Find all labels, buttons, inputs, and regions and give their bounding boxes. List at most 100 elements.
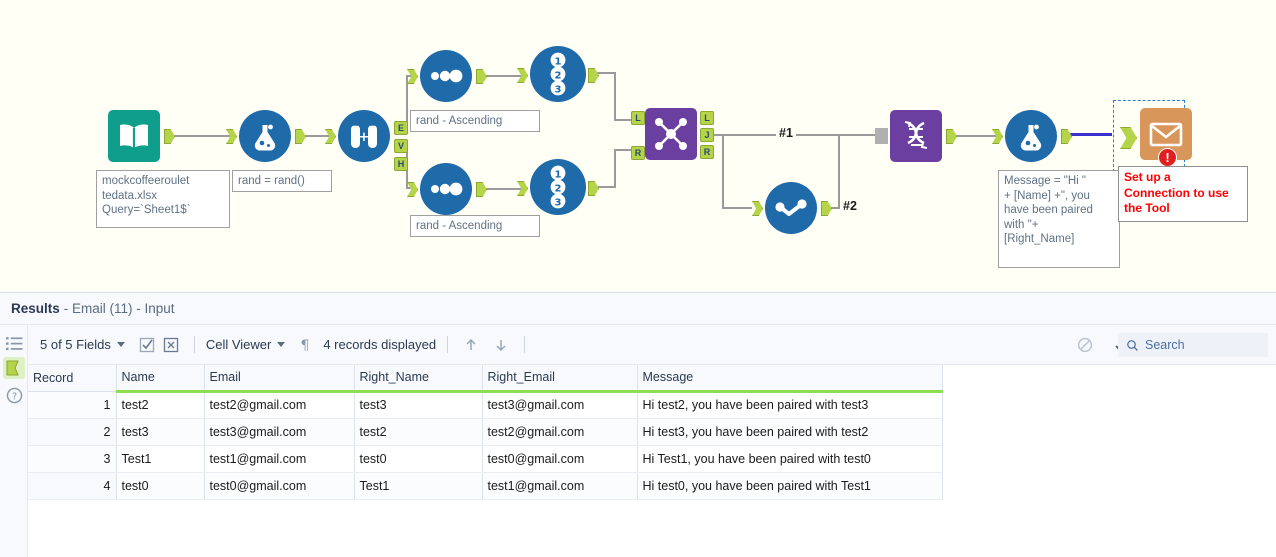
anchor-out-join-l[interactable]: L: [700, 111, 714, 125]
numbers-icon: 1 2 3: [550, 165, 566, 209]
connector-icon-highlight[interactable]: [3, 357, 25, 379]
arrow-up-icon[interactable]: [463, 337, 479, 353]
table-cell: Test1: [116, 445, 205, 473]
results-subtitle: - Email (11) - Input: [63, 301, 175, 316]
sort1-annotation: rand - Ascending: [410, 110, 540, 132]
anchor-out-filter[interactable]: [821, 201, 832, 216]
column-header-record[interactable]: Record: [28, 365, 117, 392]
table-cell: Hi test0, you have been paired with Test…: [637, 472, 943, 500]
search-input[interactable]: Search: [1118, 333, 1268, 357]
formula1-annotation: rand = rand(): [232, 170, 332, 192]
anchor-out-sort1[interactable]: [476, 69, 487, 84]
numbers-icon: 1 2 3: [550, 52, 566, 96]
list-icon[interactable]: [6, 335, 23, 352]
anchor-out-formula1[interactable]: [295, 129, 306, 144]
table-cell: 3: [28, 445, 117, 473]
help-icon[interactable]: ?: [6, 387, 23, 404]
wire-join-filter-a: [722, 134, 724, 208]
table-cell: test2@gmail.com: [204, 391, 355, 419]
table-cell: test2: [354, 418, 483, 446]
wire-join-filter-b: [722, 207, 752, 209]
wire-formula1-multifield: [296, 135, 332, 137]
table-cell: test0: [116, 472, 205, 500]
anchor-out-e[interactable]: E: [394, 121, 408, 135]
anchor-out-recordid1[interactable]: [588, 68, 599, 83]
cell-viewer-selector[interactable]: Cell Viewer: [206, 337, 286, 352]
anchor-in-union[interactable]: [875, 128, 888, 144]
table-cell: test0@gmail.com: [204, 472, 355, 500]
x-box-icon[interactable]: [163, 337, 179, 353]
svg-text:1: 1: [555, 57, 562, 68]
error-badge-icon: !: [1158, 148, 1177, 167]
workflow-canvas[interactable]: + E V H 1 2: [0, 0, 1276, 292]
anchor-in-join-l[interactable]: L: [631, 111, 645, 125]
results-panel: Results - Email (11) - Input 5 of 5 Fiel…: [0, 292, 1276, 557]
column-header-message[interactable]: Message: [637, 365, 943, 393]
tool-record-id-2[interactable]: 1 2 3: [517, 159, 599, 215]
tool-filter[interactable]: [752, 182, 832, 234]
column-header-name[interactable]: Name: [116, 365, 205, 393]
no-entry-icon[interactable]: [1077, 337, 1093, 353]
anchor-in-join-r[interactable]: R: [631, 146, 645, 160]
svg-text:2: 2: [555, 71, 562, 82]
anchor-out-input[interactable]: [164, 129, 175, 144]
tool-input-data[interactable]: [108, 110, 175, 162]
tool-record-id-1[interactable]: 1 2 3: [517, 46, 599, 102]
anchor-out-union[interactable]: [946, 129, 957, 144]
anchor-out-h[interactable]: H: [394, 157, 408, 171]
anchor-out-join-r[interactable]: R: [700, 145, 714, 159]
svg-text:2: 2: [555, 184, 562, 195]
anchor-out-recordid2[interactable]: [588, 181, 599, 196]
search-icon: [1127, 339, 1138, 351]
anchor-out-formula2[interactable]: [1061, 129, 1072, 144]
tool-formula-1[interactable]: [226, 110, 306, 162]
checkbox-icon[interactable]: [139, 337, 155, 353]
table-cell: 1: [28, 391, 117, 419]
pilcrow-icon[interactable]: ¶: [297, 337, 313, 353]
tool-sort-1[interactable]: [407, 50, 487, 102]
email-error-message: Set up a Connection to use the Tool: [1118, 166, 1248, 222]
column-header-email[interactable]: Email: [204, 365, 355, 393]
table-cell: Test1: [354, 472, 483, 500]
wire-sort2-recordid2: [478, 188, 526, 190]
anchor-out-v[interactable]: V: [394, 139, 408, 153]
tool-multi-field-formula[interactable]: + E V H: [325, 110, 408, 171]
wire-formula2-email-selected[interactable]: [1064, 133, 1112, 136]
tool-join[interactable]: L R L J R: [631, 108, 714, 160]
search-placeholder: Search: [1145, 338, 1185, 352]
results-title: Results: [11, 301, 60, 316]
dots-icon: [431, 182, 463, 196]
wire-rid2-join-c: [614, 149, 642, 151]
table-cell: 4: [28, 472, 117, 500]
tool-formula-2[interactable]: [992, 110, 1072, 162]
wire-union-formula2: [948, 135, 998, 137]
wire-rid2-join-a: [588, 186, 616, 188]
formula2-annotation: Message = "Hi " + [Name] +", you have be…: [998, 170, 1120, 268]
anchor-out-sort2[interactable]: [476, 182, 487, 197]
anchor-out-join-j[interactable]: J: [700, 128, 714, 142]
svg-text:3: 3: [555, 85, 562, 96]
table-cell: test1@gmail.com: [204, 445, 355, 473]
column-header-right_email[interactable]: Right_Email: [482, 365, 638, 393]
tool-union[interactable]: [875, 110, 957, 162]
table-cell: test0: [354, 445, 483, 473]
anchor-in-sort2[interactable]: [407, 182, 418, 197]
fields-selector[interactable]: 5 of 5 Fields: [40, 337, 125, 352]
arrow-down-icon[interactable]: [493, 337, 509, 353]
svg-text:3: 3: [555, 198, 562, 209]
column-header-right_name[interactable]: Right_Name: [354, 365, 483, 393]
wire-sort1-recordid1: [478, 75, 526, 77]
tool-email[interactable]: !: [1120, 108, 1192, 167]
svg-text:?: ?: [12, 391, 17, 402]
anchor-in-filter[interactable]: [752, 201, 763, 216]
tool-sort-2[interactable]: [407, 163, 487, 215]
